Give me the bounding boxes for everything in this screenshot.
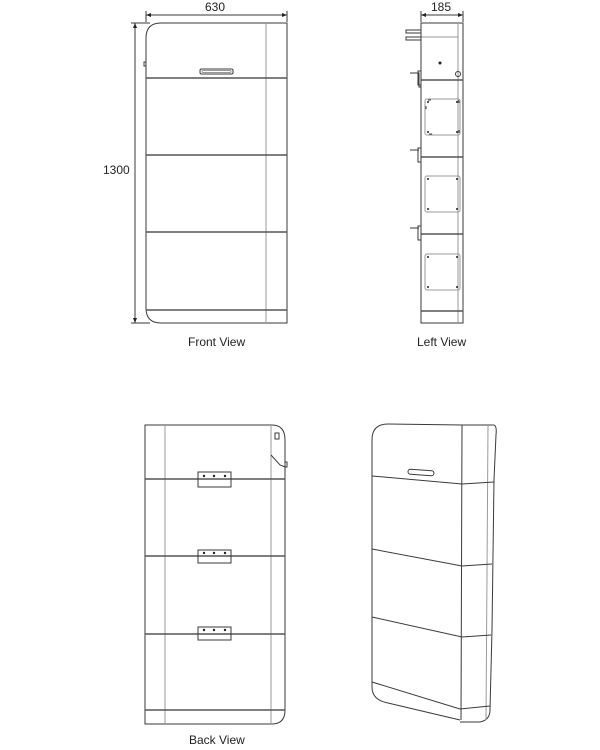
- depth-dimension-label: 185: [431, 0, 452, 14]
- isometric-view-drawing: [371, 423, 497, 723]
- back-view-drawing: [144, 424, 288, 725]
- front-view-label: Front View: [188, 335, 246, 349]
- left-view-label: Left View: [417, 335, 467, 349]
- back-view-label: Back View: [189, 733, 245, 747]
- width-dimension-label: 630: [205, 0, 226, 14]
- front-view-drawing: [131, 11, 288, 324]
- height-dimension-label: 1300: [103, 163, 130, 177]
- left-view-drawing: [405, 11, 464, 324]
